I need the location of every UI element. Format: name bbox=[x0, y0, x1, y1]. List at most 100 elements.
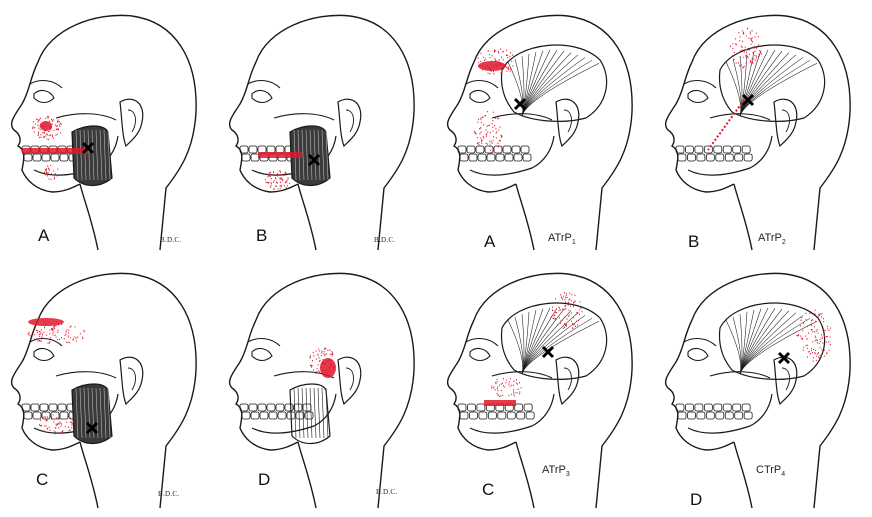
referral-zone-temple bbox=[730, 27, 763, 69]
drawing-layer bbox=[10, 14, 197, 251]
tooth bbox=[277, 411, 287, 420]
tooth bbox=[30, 403, 40, 412]
teeth-row bbox=[675, 145, 753, 162]
tooth bbox=[32, 411, 42, 420]
referral-zone-brow bbox=[27, 323, 85, 344]
panel-masseter-c: C B.D.C. bbox=[0, 258, 218, 516]
muscle-fiber bbox=[83, 129, 87, 181]
tooth bbox=[241, 153, 251, 162]
trigger-point-marker bbox=[307, 153, 321, 167]
tooth bbox=[39, 403, 49, 412]
muscle-fiber bbox=[317, 387, 321, 439]
eye bbox=[687, 89, 709, 104]
ear-inner bbox=[563, 367, 572, 391]
tooth bbox=[520, 145, 530, 154]
tooth bbox=[248, 145, 258, 154]
referral-zone-teeth bbox=[491, 378, 522, 398]
face-profile bbox=[10, 61, 81, 193]
masseter-muscle bbox=[71, 125, 113, 187]
tooth bbox=[522, 153, 532, 162]
brow-line bbox=[683, 337, 717, 347]
trigger-point-caption: ATrP1 bbox=[548, 232, 576, 247]
referral-upper-teeth bbox=[484, 400, 516, 406]
tooth bbox=[50, 411, 60, 420]
brow-line bbox=[247, 79, 281, 89]
tooth bbox=[284, 403, 294, 412]
referral-core-ear bbox=[320, 358, 336, 378]
referral-zone-jaw bbox=[39, 414, 75, 435]
panel-letter: C bbox=[36, 470, 49, 489]
eye bbox=[469, 89, 491, 104]
panel-masseter-d: D B.D.C. bbox=[218, 258, 436, 516]
panel-letter: A bbox=[484, 232, 496, 251]
cranium-outline bbox=[473, 272, 633, 509]
tooth bbox=[687, 153, 696, 162]
tooth bbox=[484, 145, 494, 154]
tooth bbox=[675, 145, 685, 154]
brow-line bbox=[465, 79, 499, 89]
ear bbox=[119, 98, 144, 148]
ear bbox=[555, 98, 580, 148]
tooth bbox=[275, 403, 285, 412]
tooth bbox=[703, 145, 713, 154]
muscle-fiber bbox=[514, 316, 524, 375]
muscle-fiber bbox=[739, 63, 818, 117]
trigger-point-marker bbox=[513, 97, 527, 111]
tooth bbox=[295, 411, 305, 420]
muscle-fiber bbox=[79, 129, 83, 181]
tooth bbox=[304, 411, 314, 420]
muscle-fiber bbox=[99, 387, 103, 439]
face-profile bbox=[664, 61, 735, 193]
tooth bbox=[696, 411, 706, 420]
masseter-muscle bbox=[289, 383, 331, 445]
muscle-fiber bbox=[301, 129, 305, 181]
referral-zone-temple bbox=[550, 292, 583, 329]
head-illustration bbox=[664, 272, 851, 509]
muscle-fiber bbox=[103, 387, 107, 439]
tooth bbox=[459, 411, 469, 420]
muscle-fiber bbox=[99, 129, 103, 181]
ear-inner bbox=[127, 367, 136, 391]
trigger-point-caption: ATrP2 bbox=[758, 232, 786, 247]
teeth-row bbox=[675, 403, 753, 420]
tooth bbox=[459, 153, 469, 162]
tooth bbox=[487, 411, 497, 420]
muscle-outline bbox=[500, 44, 608, 122]
brow-line bbox=[683, 79, 717, 89]
cranium-outline bbox=[37, 14, 197, 251]
muscle-fiber bbox=[313, 129, 317, 181]
tooth bbox=[468, 153, 478, 162]
muscle-fiber bbox=[739, 315, 804, 375]
tooth bbox=[506, 411, 516, 420]
ear bbox=[119, 356, 144, 406]
cranium-outline bbox=[473, 14, 633, 251]
cranium-outline bbox=[255, 272, 415, 509]
muscle-fiber bbox=[107, 129, 111, 181]
neck-outline bbox=[733, 441, 753, 509]
tooth bbox=[466, 145, 476, 154]
mandible bbox=[687, 135, 773, 176]
muscle-fiber bbox=[91, 129, 95, 181]
muscle-outline bbox=[718, 302, 826, 380]
trigger-point-caption: ATrP3 bbox=[542, 464, 570, 479]
tooth bbox=[257, 145, 267, 154]
trigger-point-marker bbox=[741, 93, 755, 107]
tooth bbox=[486, 153, 496, 162]
muscle-fiber bbox=[103, 129, 107, 181]
referral-upper-teeth bbox=[22, 148, 88, 154]
trigger-point-caption: CTrP4 bbox=[756, 464, 786, 479]
panel-letter: D bbox=[258, 470, 271, 489]
tooth bbox=[705, 411, 715, 420]
face-profile bbox=[446, 61, 517, 193]
zygomatic-arch bbox=[273, 113, 335, 121]
muscle-fiber bbox=[739, 57, 804, 117]
trigger-point-marker bbox=[85, 421, 99, 435]
panel-masseter-b: B B.D.C. bbox=[218, 0, 436, 258]
muscle-fiber bbox=[521, 57, 586, 117]
panel-masseter-a: A B.D.C. bbox=[0, 0, 218, 258]
eye bbox=[251, 89, 273, 104]
neck-outline bbox=[297, 441, 317, 509]
neck-outline bbox=[515, 441, 535, 509]
tooth bbox=[59, 411, 69, 420]
tooth bbox=[677, 411, 687, 420]
